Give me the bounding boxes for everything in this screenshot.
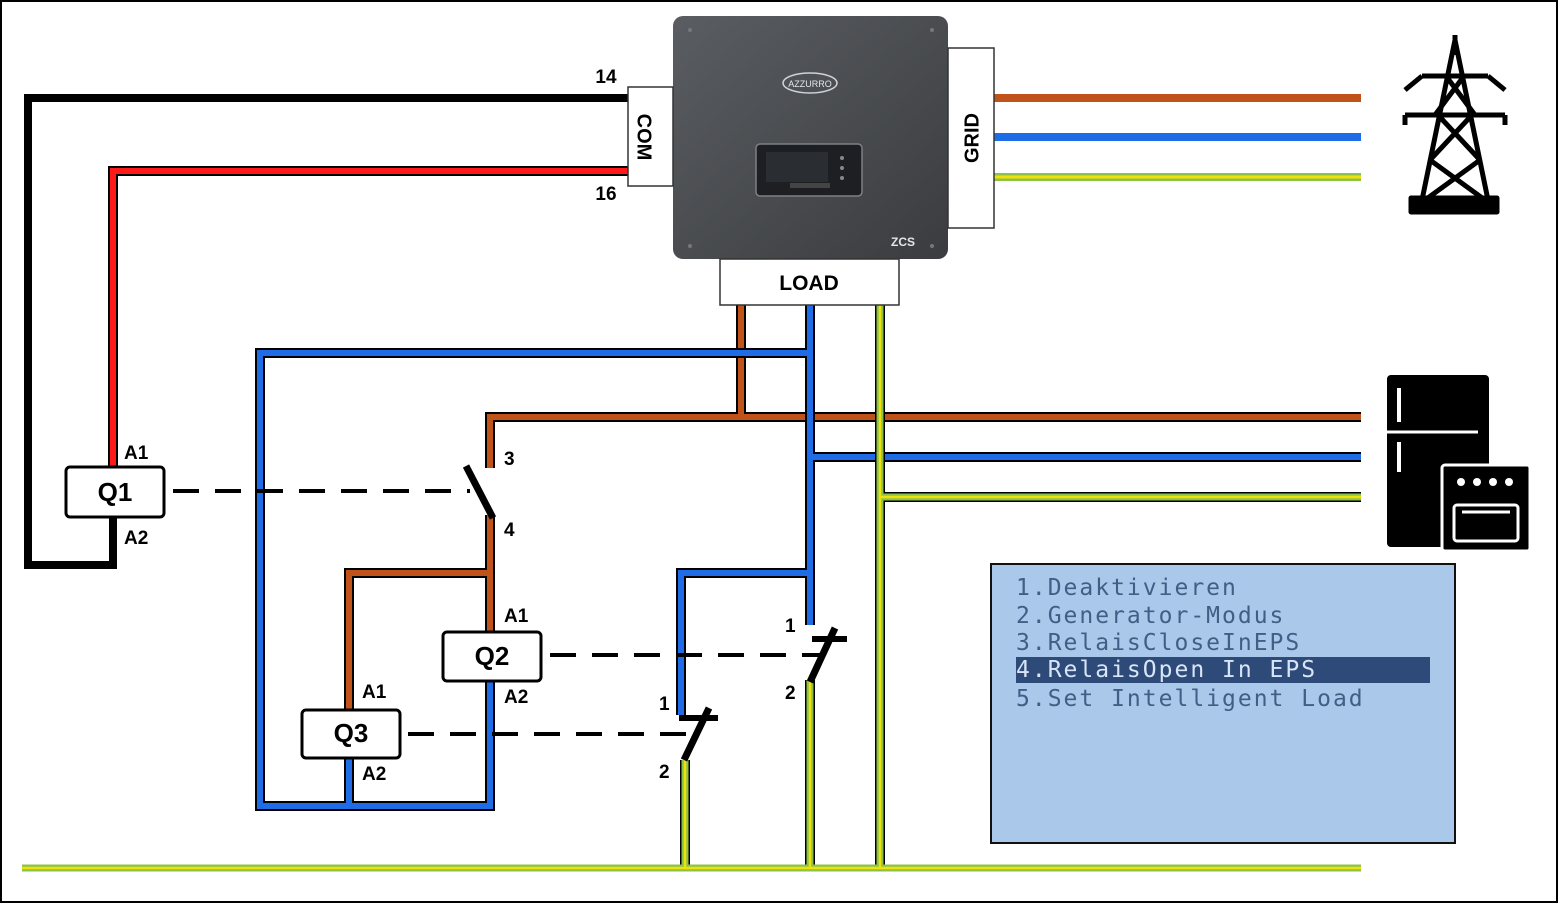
fridge-oven-icon xyxy=(1387,375,1532,553)
wire-com-14 xyxy=(24,94,628,569)
q2-contact-switch xyxy=(806,626,847,684)
brand-logo: AZZURRO xyxy=(782,72,838,94)
q2-contact-terminal-1: 1 xyxy=(785,616,796,637)
q1-a2-label: A2 xyxy=(124,528,148,549)
q2-contact-terminal-2: 2 xyxy=(785,683,796,704)
q1-a1-label: A1 xyxy=(124,443,149,464)
q3-contact-terminal-2: 2 xyxy=(659,762,670,783)
lcd-menu-display: 1.Deaktivieren 2.Generator-Modus 3.Relai… xyxy=(990,563,1456,844)
com-label: COM xyxy=(633,114,655,161)
wire-com-16 xyxy=(108,166,628,467)
q2-a2-label: A2 xyxy=(504,687,528,708)
relay-q2-name: Q2 xyxy=(475,641,510,671)
lcd-menu-item: 5.Set Intelligent Load xyxy=(1016,686,1365,712)
earth-wire-network xyxy=(22,305,1361,872)
lcd-menu-item: 2.Generator-Modus xyxy=(1016,603,1286,629)
pin-16-label: 16 xyxy=(595,184,616,205)
q3-a1-label: A1 xyxy=(362,682,387,703)
load-label: LOAD xyxy=(779,272,839,295)
grid-label: GRID xyxy=(961,113,983,163)
lcd-menu-item: 3.RelaisCloseInEPS xyxy=(1016,630,1302,656)
power-tower-icon xyxy=(1402,35,1508,215)
q1-contact-terminal-4: 4 xyxy=(504,520,515,541)
relay-q2: Q2 xyxy=(441,630,543,683)
q1-contact-terminal-3: 3 xyxy=(504,449,515,470)
q2-a1-label: A1 xyxy=(504,606,529,627)
relay-q1-name: Q1 xyxy=(98,477,133,507)
load-port: LOAD xyxy=(719,258,900,306)
grid-port: GRID xyxy=(947,47,995,229)
maker-logo: ZCS xyxy=(891,235,915,249)
svg-text:AZZURRO: AZZURRO xyxy=(788,79,832,89)
lcd-menu-item-selected: 4.RelaisOpen In EPS xyxy=(1016,657,1430,683)
relay-q1: Q1 xyxy=(64,465,166,519)
pin-14-label: 14 xyxy=(595,67,617,88)
mechanical-links xyxy=(173,489,825,736)
inverter-unit: AZZURRO ZCS xyxy=(673,16,948,259)
relay-q3: Q3 xyxy=(300,708,402,760)
q3-contact-terminal-1: 1 xyxy=(659,694,670,715)
lcd-menu-item: 1.Deaktivieren xyxy=(1016,575,1238,601)
q1-contact-switch xyxy=(462,464,497,520)
q3-a2-label: A2 xyxy=(362,764,386,785)
inverter-display-panel xyxy=(755,143,863,197)
com-port: COM xyxy=(627,86,674,187)
relay-q3-name: Q3 xyxy=(334,718,369,748)
q3-contact-switch xyxy=(679,706,718,762)
